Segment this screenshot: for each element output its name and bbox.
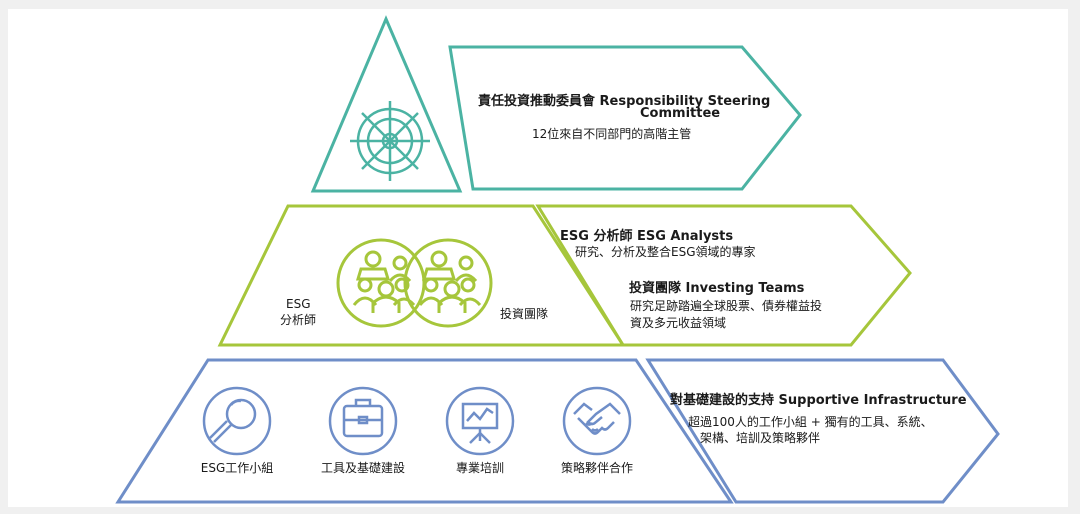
top-arrow-banner bbox=[448, 45, 802, 191]
teams-description-line2: 資及多元收益領域 bbox=[630, 316, 727, 330]
infrastructure-description-line2: 架構、培訓及策略夥伴 bbox=[700, 431, 821, 445]
investing-team-label: 投資團隊 bbox=[500, 307, 549, 321]
pyramid-diagram bbox=[115, 15, 1000, 504]
item-label-professional-training: 專業培訓 bbox=[455, 461, 504, 475]
item-label-strategic-partnership: 策略夥伴合作 bbox=[560, 461, 633, 475]
top-tier-shapes bbox=[310, 15, 802, 193]
infrastructure-title: 對基礎建設的支持 Supportive Infrastructure bbox=[670, 393, 967, 408]
top-triangle bbox=[310, 15, 463, 193]
presentation-board-icon bbox=[445, 386, 515, 456]
bottom-tier-shapes bbox=[115, 358, 1000, 504]
top-tier-title-line1: 責任投資推動委員會 Responsibility Steering bbox=[478, 94, 771, 109]
ship-wheel-icon bbox=[350, 101, 430, 181]
esg-analyst-label-line2: 分析師 bbox=[280, 313, 317, 327]
teams-title: 投資團隊 Investing Teams bbox=[629, 281, 805, 296]
middle-arrow-banner bbox=[535, 204, 912, 347]
infrastructure-description-line1: 超過100人的工作小組 + 獨有的工具、系統、 bbox=[688, 415, 933, 429]
magnifier-icon bbox=[202, 386, 272, 456]
diagram-canvas: 責任投資推動委員會 Responsibility Steering Commit… bbox=[8, 9, 1068, 507]
top-tier-title-line2: Committee bbox=[640, 106, 721, 121]
handshake-icon bbox=[562, 386, 632, 456]
bottom-trapezoid bbox=[115, 358, 734, 504]
teams-description-line1: 研究足跡踏遍全球股票、債券權益投 bbox=[630, 299, 823, 313]
team-people-icon bbox=[336, 238, 426, 328]
bottom-arrow-banner bbox=[645, 358, 1000, 504]
analysts-title: ESG 分析師 ESG Analysts bbox=[560, 229, 734, 244]
team-people-icon bbox=[403, 238, 493, 328]
briefcase-icon bbox=[328, 386, 398, 456]
item-label-esg-working-group: ESG工作小組 bbox=[200, 461, 274, 475]
analysts-description: 研究、分析及整合ESG領域的專家 bbox=[575, 245, 756, 259]
esg-analyst-label-line1: ESG bbox=[286, 297, 311, 311]
top-tier-description: 12位來自不同部門的高階主管 bbox=[532, 127, 692, 141]
middle-tier-shapes bbox=[217, 204, 912, 347]
item-label-tools-infrastructure: 工具及基礎建設 bbox=[320, 461, 405, 475]
